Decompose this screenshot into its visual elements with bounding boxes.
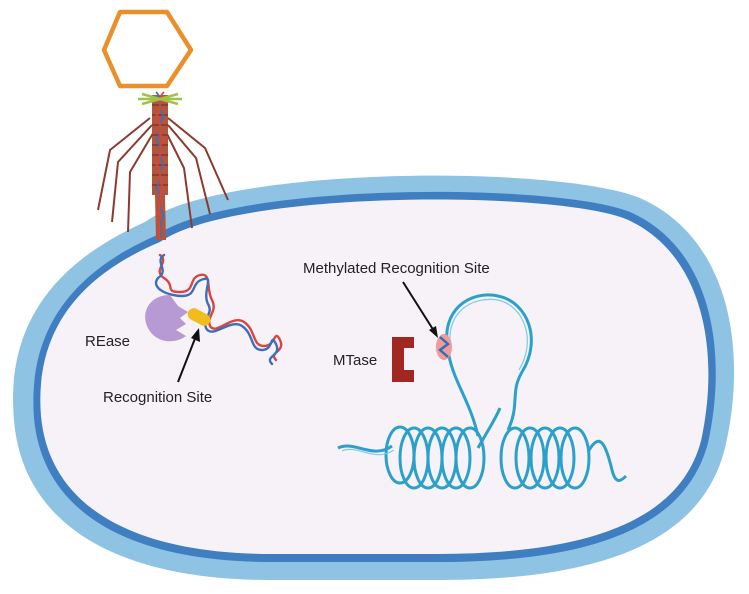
bacterial-chromosome bbox=[337, 293, 628, 490]
chromosome-strand-texture bbox=[341, 298, 528, 456]
methylated-recognition-site-label: Methylated Recognition Site bbox=[303, 260, 490, 277]
phage-head bbox=[101, 9, 194, 89]
recognition-site-label: Recognition Site bbox=[103, 389, 213, 406]
mtase-enzyme bbox=[392, 337, 414, 382]
phage-injection-tube bbox=[155, 195, 166, 240]
bacteriophage bbox=[97, 9, 229, 241]
cytoplasm bbox=[40, 199, 709, 554]
rease-label: REase bbox=[85, 333, 131, 350]
recognition-site bbox=[187, 308, 211, 326]
recognition-site-arrow bbox=[177, 328, 200, 383]
phage-collar bbox=[138, 92, 182, 106]
phage-tail-dna bbox=[154, 91, 166, 241]
rease-enzyme bbox=[145, 295, 188, 342]
bacterial-cell bbox=[13, 175, 735, 580]
methylated-recognition-site bbox=[436, 334, 452, 360]
phage-tail-fibers bbox=[97, 117, 229, 233]
mtase-label: MTase bbox=[333, 352, 378, 369]
methylated-site-arrow bbox=[402, 281, 438, 338]
